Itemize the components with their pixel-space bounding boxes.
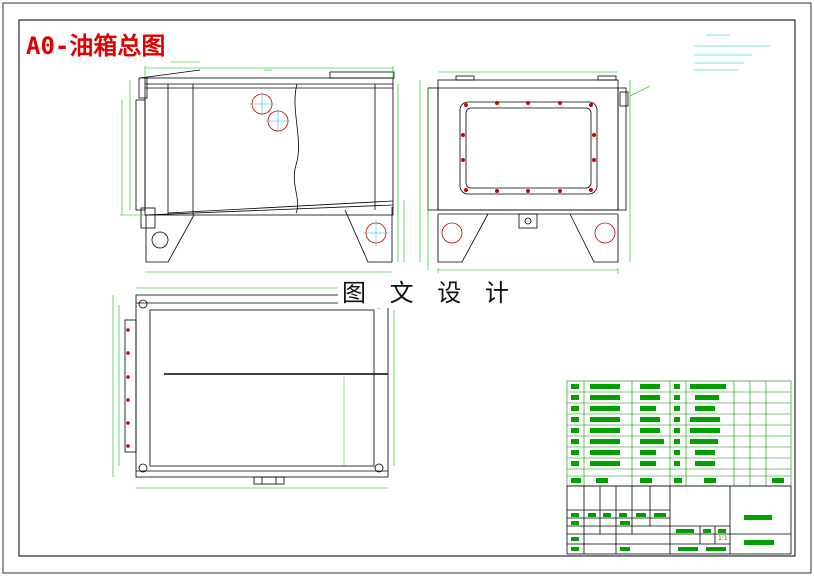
top-view-marks [126,328,130,448]
top-view-dimensions [112,287,395,489]
watermark-text: 图 文 设 计 [338,273,521,308]
front-view [135,69,395,263]
top-view [124,294,389,485]
parts-list-cells [571,384,784,483]
front-view-dimensions [120,61,405,273]
title-block [566,485,792,555]
drawing-title: A0-油箱总图 [26,32,166,60]
title-block-scale: 1:1 [718,535,728,542]
side-view-dimensions [419,71,651,274]
technical-notes-block [694,34,770,71]
side-view-marks [461,101,596,193]
side-view [427,75,629,263]
parts-list [566,380,792,487]
inner-frame [18,19,796,557]
title-block-cells [571,513,774,551]
